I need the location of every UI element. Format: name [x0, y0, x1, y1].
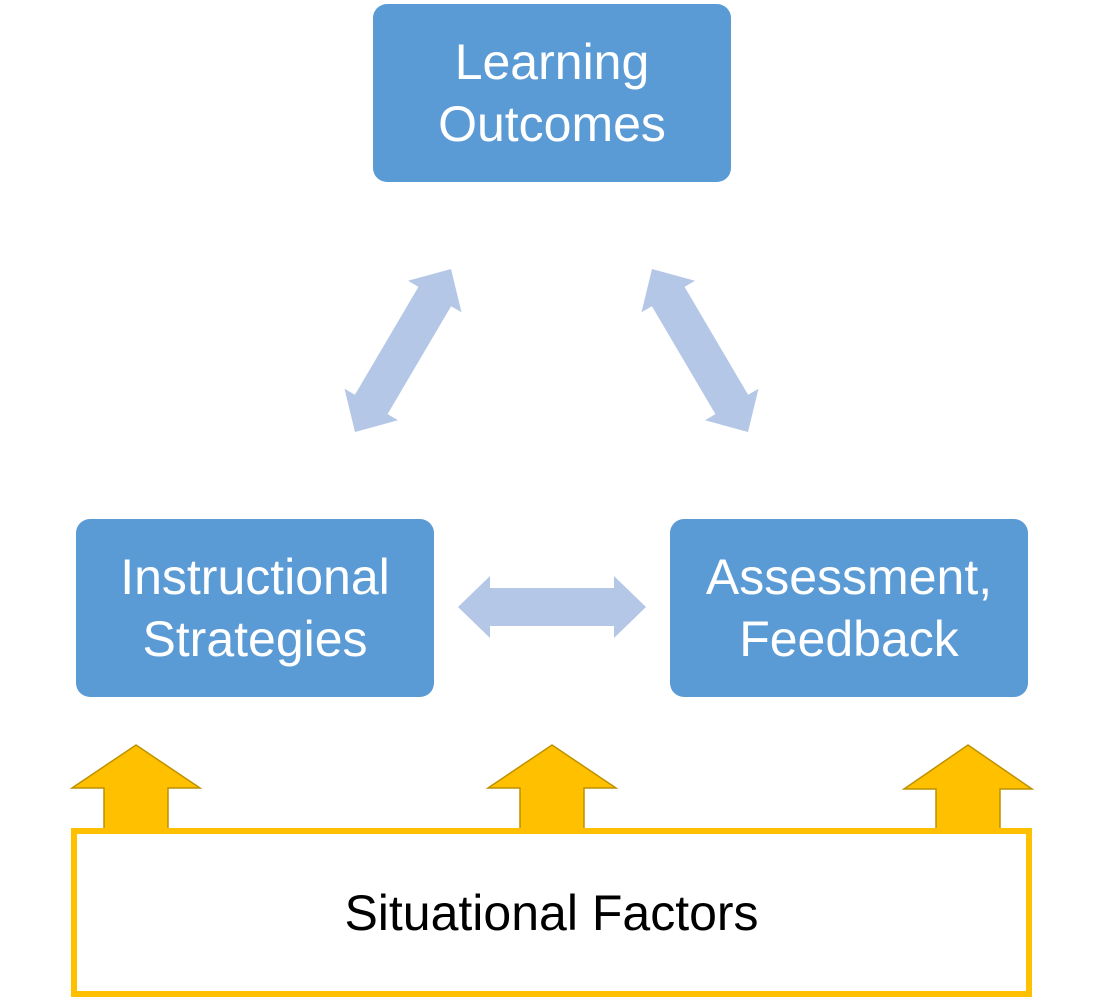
node-learning-outcomes: Learning Outcomes: [373, 4, 731, 182]
node-label-line1: Instructional: [120, 549, 390, 605]
node-label-line1: Assessment,: [705, 549, 993, 605]
node-assessment-feedback: Assessment, Feedback: [670, 519, 1028, 697]
up-arrow-to-assessment: [901, 744, 1035, 831]
node-instructional-strategies: Instructional Strategies: [76, 519, 434, 697]
node-label-line2: Outcomes: [438, 96, 666, 152]
double-arrow-outcomes-assessment: [641, 269, 759, 432]
up-arrow-to-strategies: [69, 744, 203, 831]
node-label-line1: Learning: [454, 34, 650, 90]
situational-factors-label: Situational Factors: [344, 884, 759, 941]
up-arrow-center: [485, 744, 619, 831]
double-arrow-strategies-outcomes: [344, 269, 462, 432]
situational-factors-box: Situational Factors: [71, 828, 1032, 997]
double-arrow-strategies-assessment: [458, 576, 646, 638]
node-label-line2: Strategies: [142, 611, 368, 667]
node-label-line2: Feedback: [739, 611, 959, 667]
